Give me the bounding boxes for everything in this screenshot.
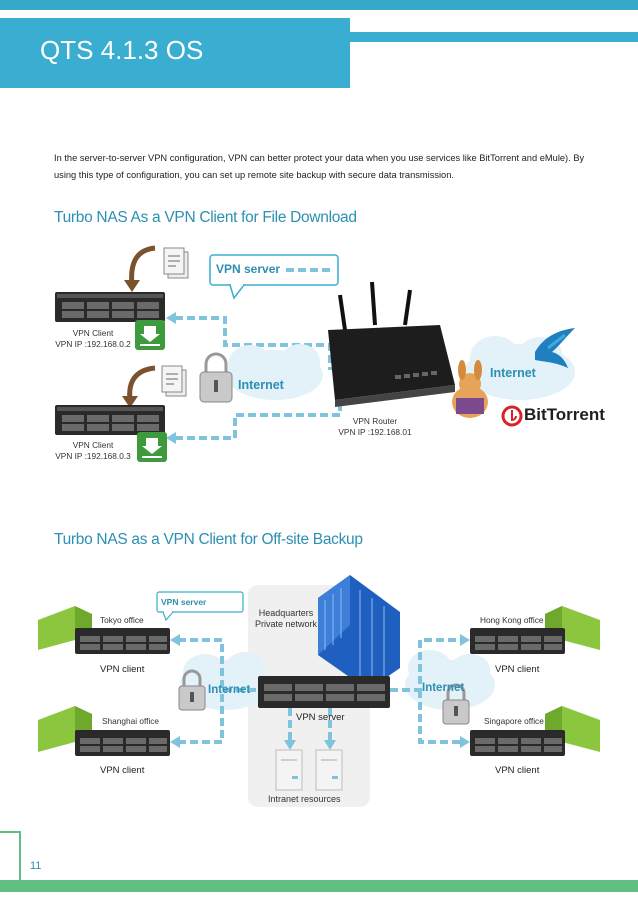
curved-arrow-icon [129,245,156,286]
vpn-server-label-2: VPN server [296,712,345,723]
router-label: VPN Router VPN IP :192.168.01 [338,416,412,437]
vpn-server-label: VPN server [216,262,281,276]
vpn-server-callout [209,254,339,286]
section-title-file-download: Turbo NAS As a VPN Client for File Downl… [54,209,357,226]
internet-label-right-2: Internet [422,682,465,694]
section-title-offsite-backup: Turbo NAS as a VPN Client for Off-site B… [54,531,363,548]
tokyo-office-label: Tokyo office [100,615,144,625]
page-number: 11 [30,860,42,872]
vpn-server-dash [286,268,330,272]
intranet-label: Intranet resources [268,794,341,804]
padlock-icon [199,352,233,403]
download-icon [135,320,165,350]
curved-arrow-icon [127,365,156,401]
bird-icon [535,328,575,368]
vpn-client-label-singapore: VPN client [495,765,540,776]
cloud-icon [227,344,323,400]
footer-accent-line [0,831,21,880]
nas-device-icon [75,628,170,654]
vpn-client-label-shanghai: VPN client [100,765,145,776]
padlock-icon [442,683,470,725]
download-icon [137,432,167,462]
server-tower-icon [315,749,343,791]
vpn-client-label-hongkong: VPN client [495,664,540,675]
nas-device-icon [470,628,565,654]
client1-label: VPN Client VPN IP :192.168.0.2 [55,328,131,349]
nas-device-icon [55,292,165,322]
document-icon [161,365,187,397]
shanghai-office-label: Shanghai office [102,716,160,726]
vpn-server-tag [156,591,244,613]
header-strip [350,32,638,42]
internet-label-left-2: Internet [208,684,251,696]
document-icon [163,247,189,279]
page-title: QTS 4.1.3 OS [40,35,204,65]
central-nas-device-icon [258,676,390,708]
bittorrent-logo-icon [501,405,523,427]
server-tower-icon [275,749,303,791]
internet-label-right: Internet [490,366,536,380]
router-icon [328,281,455,407]
mule-mascot-icon [452,360,488,418]
client2-label: VPN Client VPN IP :192.168.0.3 [55,440,131,461]
hongkong-office-label: Hong Kong office [480,615,544,625]
nas-device-icon [75,730,170,756]
padlock-icon [178,669,206,711]
header-top-band [0,0,638,10]
vpn-client-label-tokyo: VPN client [100,664,145,675]
nas-device-icon [470,730,565,756]
nas-device-icon [55,405,165,435]
hq-label: Headquarters Private network [254,608,318,629]
bittorrent-wordmark: BitTorrent [524,405,605,424]
intro-paragraph: In the server-to-server VPN configuratio… [54,153,585,180]
hq-building-icon [318,575,400,690]
vpn-server-tag-label: VPN server [161,597,207,607]
singapore-office-label: Singapore office [484,716,544,726]
internet-label-left: Internet [238,378,284,392]
header-title-box [0,18,350,88]
footer-bar [0,880,638,892]
